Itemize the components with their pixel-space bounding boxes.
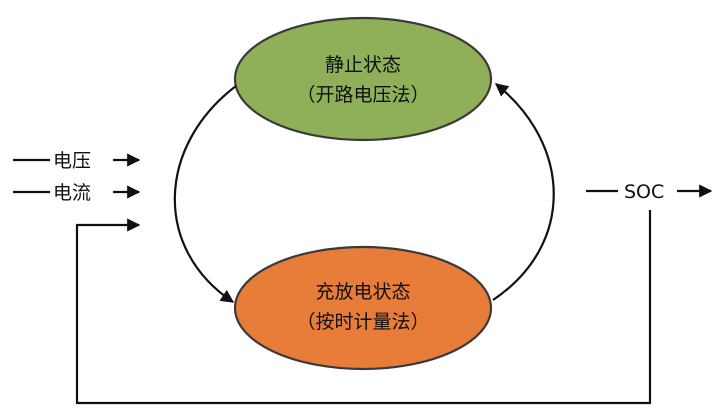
static-state-node: 静止状态 （开路电压法） <box>233 16 493 142</box>
current-label: 电流 <box>53 182 91 204</box>
charging-state-method: （按时计量法） <box>296 311 429 333</box>
static-state-ellipse <box>233 16 493 142</box>
static-state-method: （开路电压法） <box>296 84 429 106</box>
soc-output: SOC <box>586 181 713 203</box>
charging-state-node: 充放电状态 （按时计量法） <box>233 245 493 371</box>
soc-label: SOC <box>624 181 664 203</box>
static-state-title: 静止状态 <box>325 54 401 76</box>
current-input: 电流 <box>13 182 141 204</box>
voltage-input: 电压 <box>13 150 141 172</box>
charging-state-title: 充放电状态 <box>315 281 410 303</box>
charging-state-ellipse <box>233 245 493 371</box>
transition-arrow-static-to-charging <box>173 85 237 303</box>
voltage-label: 电压 <box>53 150 91 172</box>
soc-feedback-loop <box>75 210 652 405</box>
transition-arrow-charging-to-static <box>492 83 555 301</box>
